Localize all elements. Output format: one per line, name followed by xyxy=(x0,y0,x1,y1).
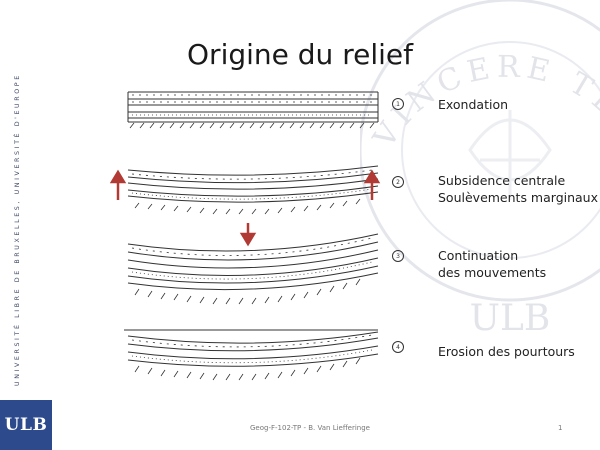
section-1-flat-strata xyxy=(127,91,379,129)
step-number-3: 3 xyxy=(392,250,404,262)
step-number-2: 2 xyxy=(392,176,404,188)
page-number: 1 xyxy=(558,424,563,432)
step-number-4: 4 xyxy=(392,341,404,353)
step-3-line-1: Continuation xyxy=(438,248,519,263)
section-3-deep-syncline xyxy=(127,233,379,305)
uplift-arrow-right xyxy=(363,169,381,200)
step-2-line-1: Subsidence centrale xyxy=(438,173,566,188)
ulb-logo-text: ULB xyxy=(4,415,48,435)
footer-credit: Geog-F-102-TP - B. Van Liefferinge xyxy=(250,424,370,432)
geological-cross-sections xyxy=(110,91,381,381)
step-4-line-1: Erosion des pourtours xyxy=(438,344,575,359)
step-1-line-1: Exondation xyxy=(438,97,509,112)
step-label-2: Subsidence centrale Soulèvements margina… xyxy=(438,172,598,206)
step-label-1: Exondation xyxy=(438,96,508,113)
step-2-line-2: Soulèvements marginaux xyxy=(438,190,598,205)
uplift-arrow-left xyxy=(110,169,127,200)
section-2-syncline xyxy=(127,165,379,215)
section-4-eroded-syncline xyxy=(124,329,379,381)
university-name-vertical: UNIVERSITÉ LIBRE DE BRUXELLES, UNIVERSIT… xyxy=(14,73,21,386)
seal-letters: ULB xyxy=(470,298,551,339)
subsidence-arrow-center xyxy=(239,223,257,247)
step-label-3: Continuation des mouvements xyxy=(438,247,546,281)
step-label-4: Erosion des pourtours xyxy=(438,343,575,360)
ulb-logo: ULB xyxy=(0,400,52,450)
university-seal-watermark: VINCERE TENEBRAS ULB xyxy=(360,0,600,339)
step-number-1: 1 xyxy=(392,98,404,110)
step-3-line-2: des mouvements xyxy=(438,265,547,280)
slide-title: Origine du relief xyxy=(187,38,413,71)
